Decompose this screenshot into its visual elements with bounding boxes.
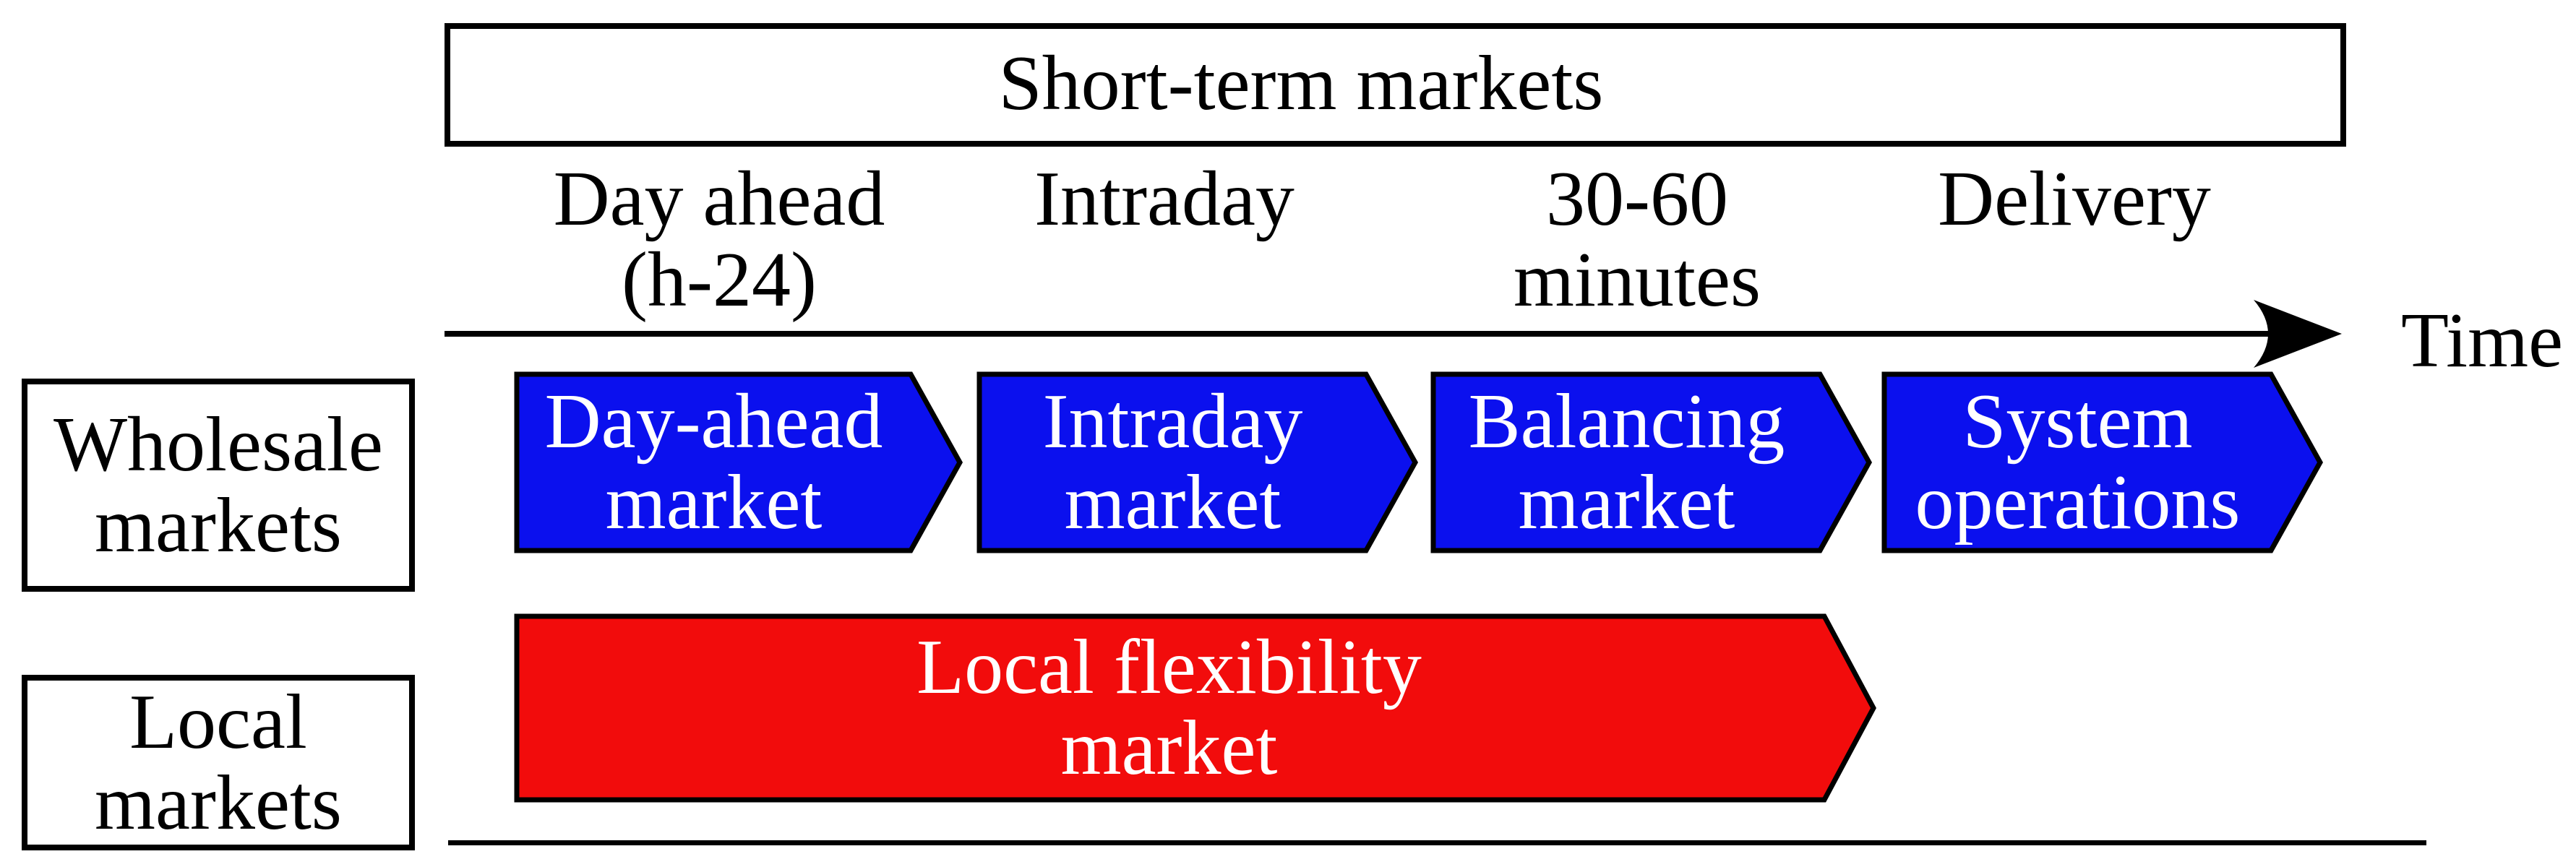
stage-label-delivery: Delivery (1938, 159, 2211, 240)
bottom-baseline (448, 840, 2426, 845)
local-markets-box: Local markets (22, 675, 415, 850)
system-operations-arrow (1881, 371, 2324, 553)
stage-label-line1: 30-60 (1546, 156, 1728, 242)
stage-label-30-60-minutes: 30-60 minutes (1514, 159, 1761, 321)
wholesale-markets-box: Wholesale markets (22, 379, 415, 592)
short-term-markets-label: Short-term markets (998, 40, 1604, 126)
stage-label-line2: minutes (1514, 237, 1761, 323)
time-axis-arrow (445, 300, 2342, 368)
stage-label-line1: Day ahead (553, 156, 885, 242)
intraday-market-arrow (976, 371, 1419, 553)
balancing-market-arrow (1430, 371, 1873, 553)
local-markets-label-line2: markets (95, 759, 342, 846)
local-flexibility-market-arrow (514, 613, 1876, 803)
stage-label-line1: Delivery (1938, 156, 2211, 242)
wholesale-markets-label-line1: Wholesale (53, 401, 383, 488)
stage-label-day-ahead: Day ahead (h-24) (554, 159, 885, 321)
day-ahead-market-arrow (514, 371, 963, 553)
stage-label-line2: (h-24) (622, 237, 817, 323)
time-axis-arrowhead-icon (2254, 300, 2342, 368)
local-markets-label-line1: Local (129, 678, 307, 765)
stage-label-intraday: Intraday (1034, 159, 1295, 240)
wholesale-markets-label-line2: markets (95, 482, 342, 569)
stage-label-line1: Intraday (1034, 156, 1295, 242)
short-term-markets-box (445, 23, 2346, 147)
time-axis-label: Time (2401, 298, 2564, 384)
